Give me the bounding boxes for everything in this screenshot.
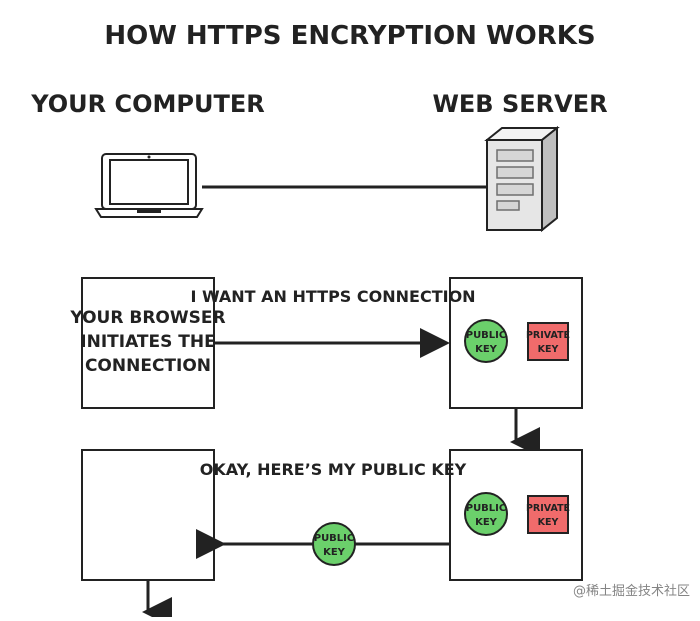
- public-key-icon: PUBLIC KEY: [464, 492, 508, 536]
- laptop-icon: [94, 153, 204, 218]
- public-key-line2: KEY: [475, 517, 498, 528]
- private-key-line2: KEY: [538, 344, 559, 355]
- client-box-step1: [81, 277, 215, 409]
- watermark: @稀土掘金技术社区: [572, 584, 690, 599]
- private-key-line1: PRIVATE: [526, 503, 570, 514]
- step2-message: OKAY, HERE’S MY PUBLIC KEY: [200, 460, 467, 479]
- client-box-step2: [81, 449, 215, 581]
- public-key-token-line2: KEY: [323, 547, 346, 558]
- client-text-line2: INITIATES THE: [80, 332, 215, 352]
- client-text-line3: CONNECTION: [85, 356, 211, 376]
- private-key-icon: PRIVATE KEY: [526, 495, 570, 534]
- client-text-line1: YOUR BROWSER: [69, 308, 225, 328]
- diagram-title: HOW HTTPS ENCRYPTION WORKS: [104, 21, 595, 51]
- web-server-label: WEB SERVER: [432, 90, 607, 118]
- public-key-token-line1: PUBLIC: [314, 533, 355, 544]
- private-key-icon: PRIVATE KEY: [526, 322, 570, 361]
- public-key-token-icon: PUBLIC KEY: [312, 522, 356, 566]
- public-key-icon: PUBLIC KEY: [464, 319, 508, 363]
- server-icon: [484, 125, 560, 233]
- private-key-line2: KEY: [538, 517, 559, 528]
- public-key-line1: PUBLIC: [466, 330, 507, 341]
- private-key-line1: PRIVATE: [526, 330, 570, 341]
- public-key-line2: KEY: [475, 344, 498, 355]
- your-computer-label: YOUR COMPUTER: [30, 90, 264, 118]
- public-key-line1: PUBLIC: [466, 503, 507, 514]
- step1-message: I WANT AN HTTPS CONNECTION: [190, 287, 475, 306]
